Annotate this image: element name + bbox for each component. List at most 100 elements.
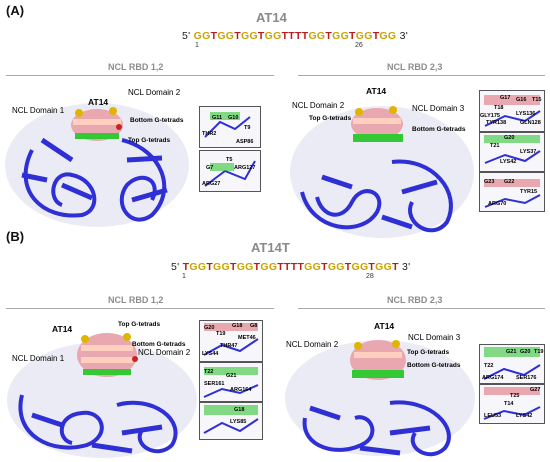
thymine-letter: T [257,30,265,42]
b-left-divider [6,308,274,309]
b-left-domain-2: NCL Domain 2 [138,348,191,357]
inset-label: G18 [234,407,245,413]
thymine-letter: T [392,261,399,273]
thymine-letter: T [234,30,241,42]
thymine-letter: T [349,30,356,42]
inset-sticks [203,367,259,398]
inset-label: LYS42 [500,159,517,165]
thymine-letter: T [325,30,333,42]
a-right-structure [290,106,474,238]
inset-label: LYS42 [516,413,533,419]
thymine-letter: T [297,261,305,273]
seq-3prime: 3' [402,261,411,273]
seq-end-number: 28 [366,273,374,280]
a-left-inset-2: T5 G7 ARG127 ARG27 [199,150,261,192]
panel-b-label: (B) [6,229,25,244]
a-right-subtitle: NCL RBD 2,3 [387,62,443,72]
thymine-letter: T [290,261,298,273]
b-left-inset-1: G20 T19 G18 G8 MET46 THR47 LYS44 [199,320,263,362]
a-right-at14-label: AT14 [366,86,387,96]
a-right-inset-2: G20 T21 LYS37 LYS42 [479,132,545,172]
inset-label: G7 [206,165,214,171]
b-left-domain-1: NCL Domain 1 [12,354,65,363]
inset-label: LYS44 [202,351,219,357]
thymine-letter: T [368,261,376,273]
guanine-letter: G [273,30,282,42]
guanine-letter: G [268,261,278,273]
guanine-letter: G [193,30,203,42]
inset-label: G20 [504,135,515,141]
inset-label: LYS85 [230,419,247,425]
inset-sticks [484,135,541,164]
thymine-letter: T [277,261,285,273]
guanine-letter: G [225,30,235,42]
inset-label: G16 [516,97,527,103]
inset-label: ARG164 [230,387,252,393]
inset-label: G21 [506,349,517,355]
b-left-subtitle: NCL RBD 1,2 [108,295,164,305]
guanine-letter: G [304,261,313,273]
inset-label: SER161 [204,381,225,387]
panel-a-sequence: 5' GGTGGTGGTGGTTTTGGTGGTGGTGG 3' [182,30,408,42]
seq-start-number: 1 [195,42,199,49]
guanine-letter: G [316,30,326,42]
b-right-subtitle: NCL RBD 2,3 [387,295,443,305]
inset-label: TYR138 [486,120,507,126]
a-right-domain-3: NCL Domain 3 [412,104,465,113]
b-right-inset-1: G21 G20 T19 T22 ARG174 SER176 [479,344,545,384]
seq-start-number: 1 [182,273,186,280]
a-left-domain-1: NCL Domain 1 [12,106,65,115]
a-left-bottom-tetrads: Bottom G-tetrads [130,117,184,124]
thymine-letter: T [321,261,328,273]
guanine-letter: G [217,30,226,42]
b-left-structure [7,333,197,458]
a-right-top-tetrads: Top G-tetrads [309,115,352,122]
guanine-letter: G [312,261,322,273]
guanine-letter: G [332,30,341,42]
panel-b-title: AT14T [251,240,290,255]
seq-3prime: 3' [399,30,409,42]
guanine-letter: G [383,261,393,273]
guanine-letter: G [375,261,384,273]
thymine-letter: T [344,261,352,273]
guanine-letter: G [351,261,360,273]
guanine-letter: G [213,261,222,273]
inset-label: G27 [530,387,541,393]
a-right-divider [298,75,545,76]
b-left-bottom-tetrads: Bottom G-tetrads [132,341,186,348]
thymine-letter: T [281,30,289,42]
panel-b-sequence: 5' TGGTGGTGGTGGTTTTGGTGGTGGTGGT 3' [171,261,410,273]
inset-label: T25 [510,393,520,399]
a-left-subtitle: NCL RBD 1,2 [108,62,164,72]
guanine-letter: G [308,30,317,42]
guanine-letter: G [387,30,397,42]
inset-label: G11 [212,115,223,121]
guanine-letter: G [340,30,350,42]
guanine-letter: G [327,261,337,273]
a-right-inset-1: G17 G16 T15 T18 LYS136 GLY175 TYR138 GLN… [479,90,545,132]
b-right-at14-label: AT14 [374,321,395,331]
guanine-letter: G [236,261,246,273]
inset-label: GLN128 [520,120,541,126]
b-left-top-tetrads: Top G-tetrads [118,321,161,328]
thymine-letter: T [229,261,237,273]
a-left-inset-1: G11 G10 T9 THR2 ASP86 [199,106,261,148]
guanine-letter: G [249,30,258,42]
a-right-inset-3: G23 G22 TYR15 ARG70 [479,172,545,212]
thymine-letter: T [301,30,309,42]
thymine-letter: T [182,261,190,273]
inset-label: T19 [216,331,226,337]
guanine-letter: G [264,30,274,42]
seq-5prime: 5' [182,30,191,42]
guanine-letter: G [355,30,365,42]
b-left-inset-2: T22 G21 SER161 ARG164 [199,362,263,402]
thymine-letter: T [284,261,291,273]
inset-label: ARG174 [482,375,504,381]
guanine-letter: G [379,30,388,42]
b-left-at14-label: AT14 [52,324,73,334]
inset-label: G17 [500,95,511,101]
b-right-divider [298,308,545,309]
inset-label: G20 [520,349,531,355]
seq-end-number: 26 [355,42,363,49]
thymine-letter: T [288,30,296,42]
